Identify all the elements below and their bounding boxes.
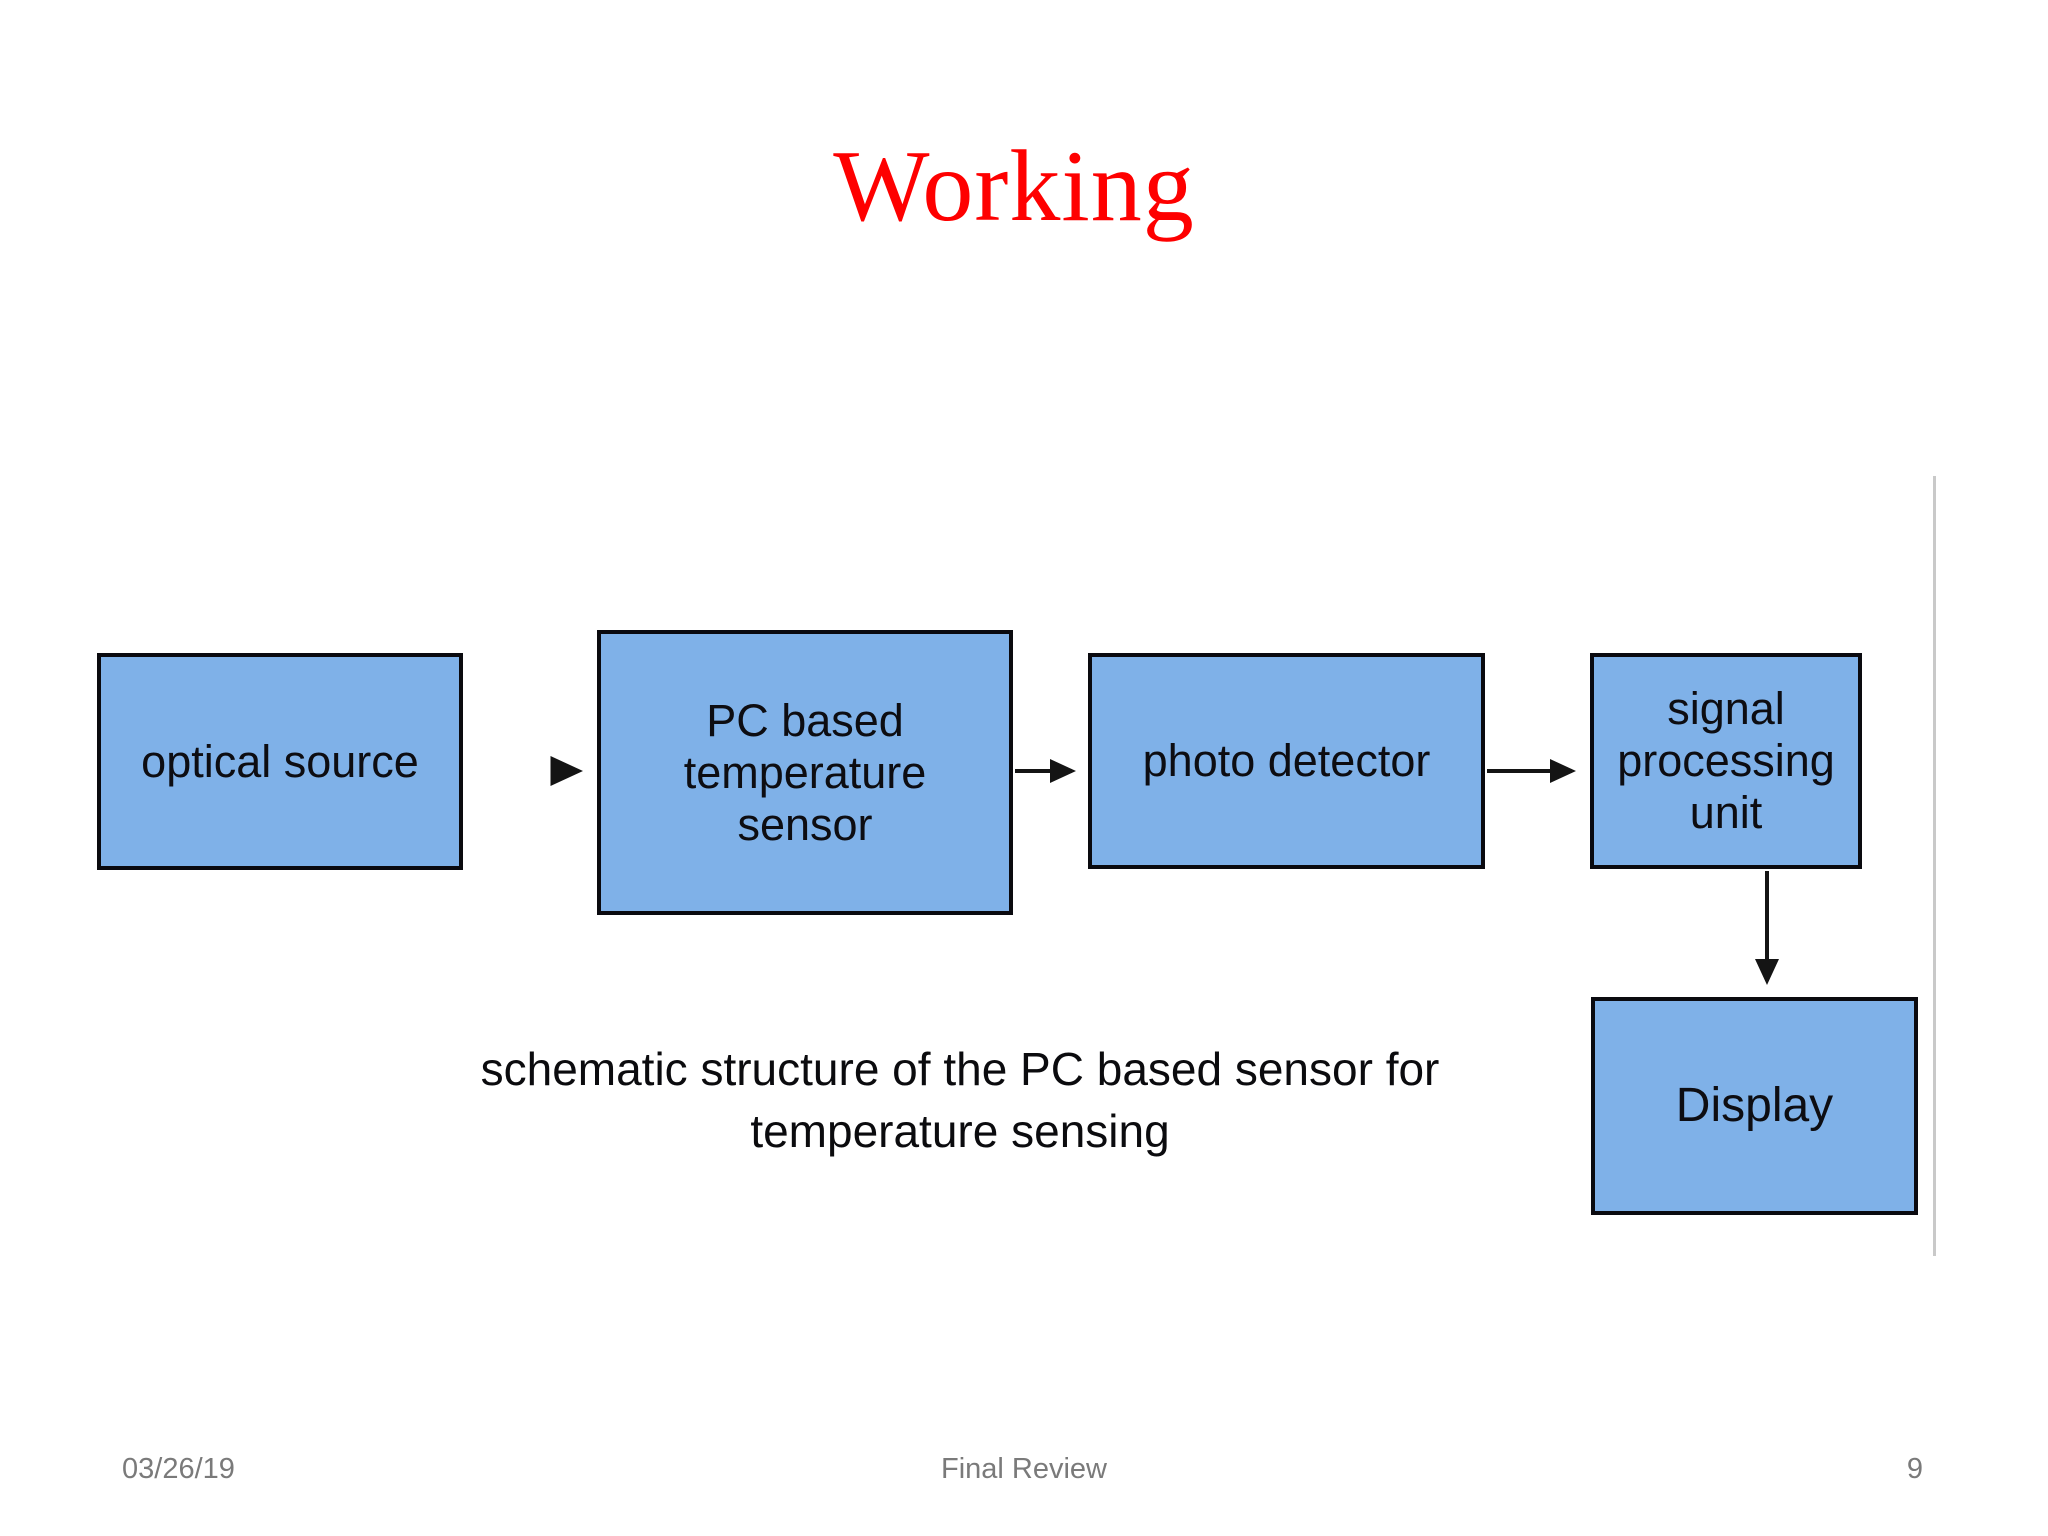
diagram-box-display: Display xyxy=(1591,997,1918,1215)
diagram-box-optical-source: optical source xyxy=(97,653,463,870)
box-label-pc-temperature-sensor: PC based temperature sensor xyxy=(683,694,927,850)
diagram-box-pc-temperature-sensor: PC based temperature sensor xyxy=(597,630,1013,915)
box-label-photo-detector: photo detector xyxy=(1142,735,1431,786)
slide-title: Working xyxy=(833,130,1195,243)
right-side-rule xyxy=(1933,476,1936,1256)
footer-date: 03/26/19 xyxy=(122,1453,235,1485)
footer-title: Final Review xyxy=(941,1453,1107,1485)
diagram-caption: schematic structure of the PC based sens… xyxy=(480,1043,1440,1157)
diagram-box-photo-detector: photo detector xyxy=(1088,653,1485,869)
box-label-signal-processing-unit: signal processing unit xyxy=(1617,683,1835,838)
diagram-box-signal-processing-unit: signal processing unit xyxy=(1590,653,1862,869)
footer-page-number: 9 xyxy=(1906,1453,1924,1485)
box-label-display: Display xyxy=(1675,1079,1834,1132)
box-label-optical-source: optical source xyxy=(141,735,419,787)
